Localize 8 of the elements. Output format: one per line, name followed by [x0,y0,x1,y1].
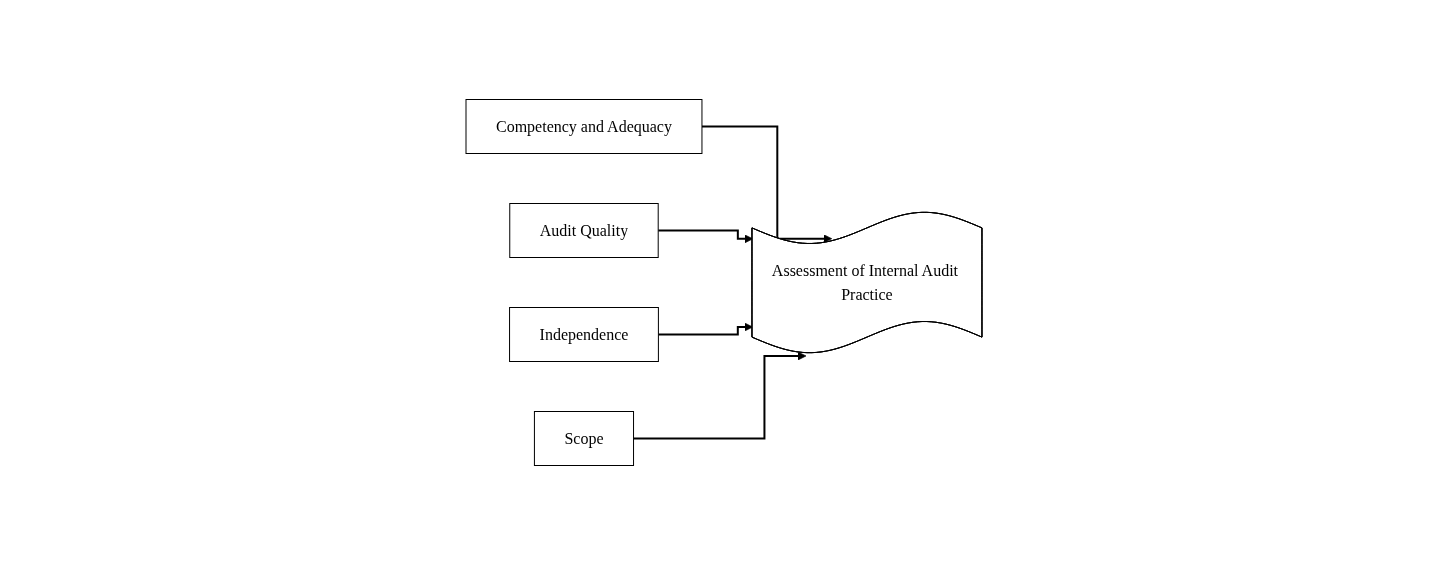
arrow [700,125,832,244]
arrow [656,229,753,244]
arrow [656,322,753,336]
arrow [632,351,806,440]
node-box: Independence [508,307,659,362]
node-box: Audit Quality [508,203,659,258]
node-box: Competency and Adequacy [465,99,702,154]
node-box: Scope [533,411,634,466]
